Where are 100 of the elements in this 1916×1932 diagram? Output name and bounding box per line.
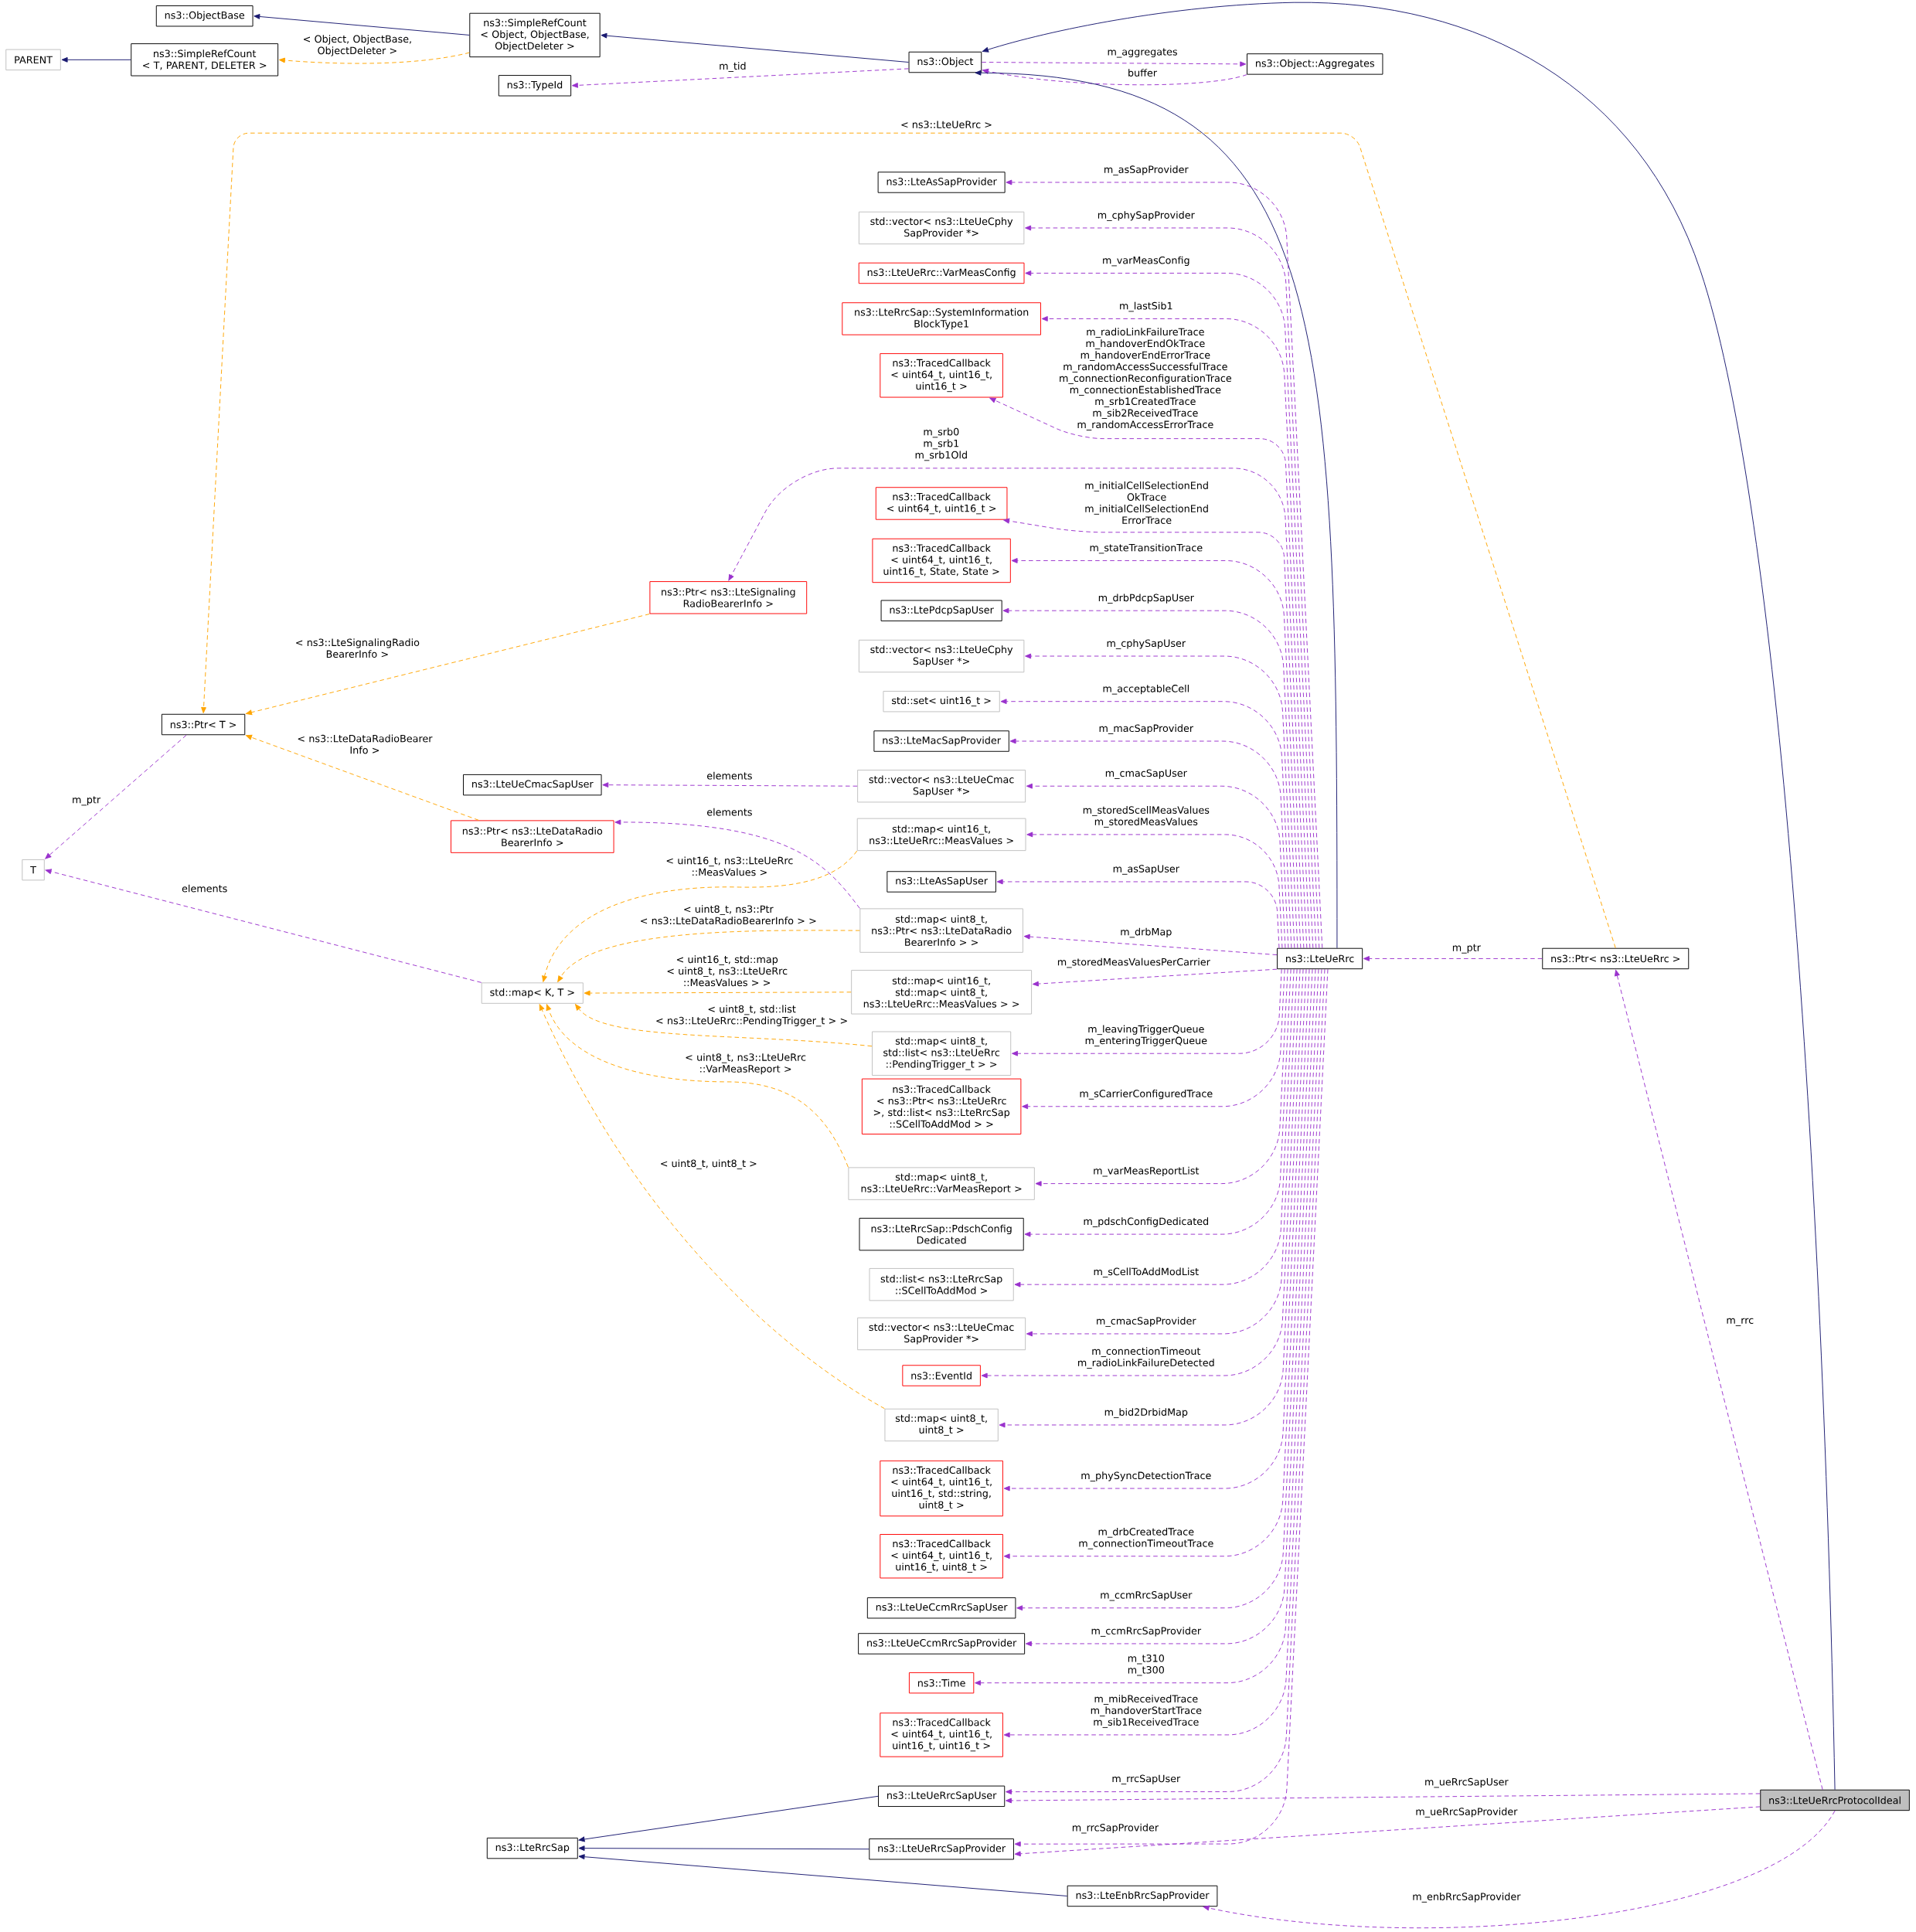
arrow [61,56,131,63]
dashed-arrow [45,734,187,859]
dashed-arrow [1005,1793,1761,1804]
edge-label: m_connectionTimeout m_radioLinkFailureDetected [1077,1347,1214,1369]
class-box: ns3::TracedCallback < uint64_t, uint16_t, uint16_t, std::string, uint8_t > [880,1460,1003,1517]
dashed-arrow [981,968,1301,1379]
class-box: std::map< uint16_t, std::map< uint8_t, ns3::LteUeRrc::MeasValues > > [851,970,1032,1015]
arrow [578,1845,870,1852]
class-box: ns3::TracedCallback < uint64_t, uint16_t, uint16_t, State, State > [872,538,1011,583]
class-box: ns3::LteUeCcmRrcSapUser [866,1597,1016,1619]
dashed-arrow [1024,968,1292,1237]
edge-label: < uint8_t, std::list < ns3::LteUeRrc::PendingTrigger_t > > [656,1005,847,1027]
class-box: ns3::LteUeRrc::VarMeasConfig [858,262,1025,284]
dashed-arrow [1032,968,1278,987]
class-box: ns3::Object [908,51,982,73]
dashed-arrow [1026,832,1283,949]
class-box: ns3::LteUeCcmRrcSapProvider [858,1633,1025,1655]
edge-label: m_drbCreatedTrace m_connectionTimeoutTrace [1079,1527,1213,1549]
edge-label: m_drbMap [1121,927,1172,938]
edge-label: m_storedScellMeasValues m_storedMeasValues [1083,806,1210,828]
edge-label: < uint16_t, ns3::LteUeRrc ::MeasValues > [666,856,793,876]
dashed-arrow [45,869,482,983]
class-box: std::vector< ns3::LteUeCphy SapUser *> [858,639,1025,673]
class-box: ns3::LteMacSapProvider [873,730,1009,752]
dashed-arrow [1203,1810,1836,1928]
dashed-arrow [602,782,858,788]
edge-label: < ns3::LteDataRadioBearer Info > [298,734,433,754]
edge-label: m_radioLinkFailureTrace m_handoverEndOkTrace m_handoverEndErrorTrace m_randomAccessSuccessfulTrace m_connectionReconfigurationTrace m_connectionEstablishedTrace m_srb1CreatedTrace m_sib2ReceivedTrace m_randomAccessErrorTrace [1060,328,1231,430]
edge-label: m_ccmRrcSapProvider [1091,1627,1201,1637]
class-box: ns3::Ptr< ns3::LteSignaling RadioBearerInfo > [649,581,808,614]
edge-label: m_ccmRrcSapUser [1101,1591,1193,1601]
edge-label: m_rrcSapProvider [1072,1823,1159,1834]
class-box: std::vector< ns3::LteUeCmac SapUser *> [857,770,1026,803]
class-box: std::map< uint8_t, uint8_t > [884,1408,999,1442]
class-box: ns3::Ptr< T > [161,713,246,736]
edge-label: m_lastSib1 [1120,301,1172,312]
class-box: ns3::TracedCallback < uint64_t, uint16_t, uint16_t, uint8_t > [880,1534,1003,1579]
edge-label: m_pdschConfigDedicated [1084,1217,1208,1227]
dashed-arrow [557,930,860,982]
class-box: std::list< ns3::LteRrcSap ::SCellToAddMod > [869,1267,1014,1301]
class-box: std::map< uint16_t, ns3::LteUeRrc::MeasValues > [856,818,1026,852]
edge-label: m_ptr [73,796,101,806]
dashed-arrow [1026,968,1298,1337]
class-box: std::map< uint8_t, ns3::LteUeRrc::VarMeasReport > [848,1167,1035,1200]
edge-label: m_srb0 m_srb1 m_srb1Old [915,427,967,461]
class-box: ns3::ObjectBase [155,5,254,27]
class-box: ns3::TracedCallback < uint64_t, uint16_t, uint16_t > [880,353,1003,398]
class-box: ns3::Object::Aggregates [1246,53,1383,75]
class-box: ns3::LteRrcSap::PdschConfig Dedicated [859,1217,1024,1251]
class-box: ns3::LteAsSapProvider [877,172,1006,193]
class-box: PARENT [5,49,61,71]
class-box: std::map< K, T > [481,982,584,1004]
class-box: ns3::TracedCallback < ns3::Ptr< ns3::LteUeRrc >, std::list< ns3::LteRrcSap ::SCellToAddMod > > [861,1078,1022,1134]
dashed-arrow [1002,607,1298,949]
arrow [601,32,909,63]
dashed-arrow [1026,783,1286,949]
edge-label: < ns3::LteUeRrc > [901,121,992,128]
edge-label: < uint8_t, ns3::Ptr < ns3::LteDataRadioBearerInfo > > [640,905,816,925]
class-box: ns3::LteUeCmacSapUser [462,774,602,796]
arrow [254,14,470,36]
dashed-arrow [542,850,858,982]
dashed-arrow [1022,968,1285,1110]
dashed-arrow [584,990,852,996]
dashed-arrow [1023,934,1278,956]
class-box: ns3::LtePdcpSapUser [880,600,1002,621]
edge-label: m_tid [720,62,746,72]
edge-label: m_cphySapUser [1107,639,1186,649]
dashed-arrow [539,1004,885,1410]
edge-label: elements [182,884,227,893]
dashed-arrow [571,68,909,88]
class-box: std::map< uint8_t, ns3::Ptr< ns3::LteDataRadio BearerInfo > > [859,908,1023,953]
edge-label: < Object, ObjectBase, ObjectDeleter > [303,35,411,56]
edge-label: m_rrc [1727,1318,1754,1326]
arrow [982,2,1836,1791]
class-box: std::set< uint16_t > [883,691,1000,713]
edge-label: m_initialCellSelectionEnd OkTrace m_initialCellSelectionEnd ErrorTrace [1085,481,1208,524]
edge-label: m_aggregates [1108,48,1177,58]
edge-label: m_asSapProvider [1104,165,1189,175]
edge-label: m_mibReceivedTrace m_handoverStartTrace m_sib1ReceivedTrace [1091,1695,1202,1728]
dashed-arrow [1014,1806,1761,1857]
class-box: ns3::TracedCallback < uint64_t, uint16_t, uint16_t, uint16_t > [880,1713,1003,1757]
edge-label: < uint16_t, std::map < uint8_t, ns3::LteUeRrc ::MeasValues > > [667,955,788,987]
class-box: ns3::LteUeRrcSapUser [877,1785,1006,1808]
class-box: ns3::TracedCallback < uint64_t, uint16_t > [875,487,1008,520]
dashed-arrow [245,614,650,716]
dashed-arrow [1011,968,1282,1056]
edge-label: m_t310 m_t300 [1128,1654,1164,1676]
edge-label: m_ptr [1452,944,1481,954]
dashed-arrow [1614,969,1823,1791]
dashed-arrow [1363,956,1543,961]
dashed-arrow [201,132,1616,949]
dashed-arrow [575,1004,873,1047]
edge-label: m_cmacSapUser [1105,769,1187,779]
arrow [975,70,1338,949]
dashed-arrow [1035,968,1288,1186]
edge-label: m_phySyncDetectionTrace [1081,1471,1211,1481]
dashed-arrow [981,61,1247,67]
class-box: ns3::LteRrcSap [486,1837,578,1859]
class-box: ns3::LteUeRrc [1276,947,1363,970]
dashed-arrow [996,879,1280,949]
